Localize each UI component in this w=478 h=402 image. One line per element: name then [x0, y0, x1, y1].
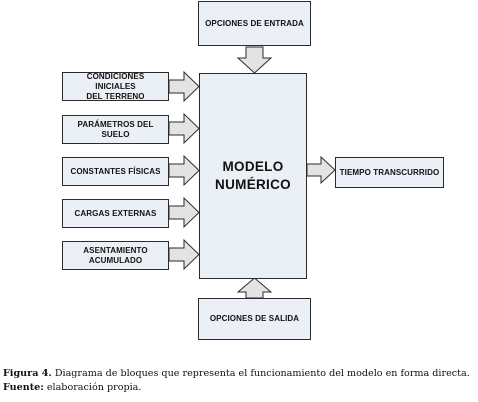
- arrow-input-3: [168, 154, 200, 187]
- caption-figure-line: Figura 4. Diagrama de bloques que repres…: [3, 367, 477, 381]
- input-label-line: CONDICIONES INICIALES: [86, 71, 145, 91]
- input-box-condiciones-iniciales: CONDICIONES INICIALES DEL TERRENO: [62, 72, 169, 101]
- arrow-input-1: [168, 70, 200, 103]
- input-box-cargas-externas: CARGAS EXTERNAS: [62, 199, 169, 228]
- tiempo-transcurrido-box: TIEMPO TRANSCURRIDO: [335, 157, 444, 188]
- input-label: CONSTANTES FÍSICAS: [70, 166, 161, 176]
- modelo-numerico-box: MODELO NUMÉRICO: [199, 73, 307, 279]
- input-label: CARGAS EXTERNAS: [74, 208, 157, 218]
- source-label: Fuente:: [3, 382, 44, 393]
- arrow-input-4: [168, 196, 200, 229]
- input-box-parametros-suelo: PARÁMETROS DEL SUELO: [62, 115, 169, 144]
- caption-source-line: Fuente: elaboración propia.: [3, 381, 477, 395]
- input-label-line: ACUMULADO: [88, 255, 143, 265]
- arrow-right-output: [306, 155, 336, 185]
- modelo-line-1: MODELO: [222, 159, 284, 174]
- figure-label: Figura 4.: [3, 368, 52, 379]
- input-label: PARÁMETROS DEL SUELO: [77, 119, 154, 139]
- figure-text: Diagrama de bloques que representa el fu…: [51, 368, 470, 379]
- arrow-input-5: [168, 238, 200, 271]
- input-label-line: DEL TERRENO: [86, 91, 145, 101]
- tiempo-transcurrido-label: TIEMPO TRANSCURRIDO: [339, 167, 440, 177]
- opciones-salida-label: OPCIONES DE SALIDA: [209, 314, 300, 323]
- input-box-asentamiento-acumulado: ASENTAMIENTO ACUMULADO: [62, 241, 169, 270]
- arrow-top-down: [236, 46, 273, 74]
- figure-caption: Figura 4. Diagrama de bloques que repres…: [3, 367, 477, 395]
- input-label-line: ASENTAMIENTO: [83, 245, 148, 255]
- source-text: elaboración propia.: [43, 382, 142, 393]
- arrow-bottom-up: [236, 277, 273, 299]
- opciones-salida-box: OPCIONES DE SALIDA: [198, 298, 311, 340]
- opciones-entrada-label: OPCIONES DE ENTRADA: [205, 18, 304, 28]
- arrow-input-2: [168, 112, 200, 145]
- input-box-constantes-fisicas: CONSTANTES FÍSICAS: [62, 157, 169, 186]
- opciones-entrada-box: OPCIONES DE ENTRADA: [198, 1, 311, 46]
- modelo-line-2: NUMÉRICO: [215, 177, 291, 192]
